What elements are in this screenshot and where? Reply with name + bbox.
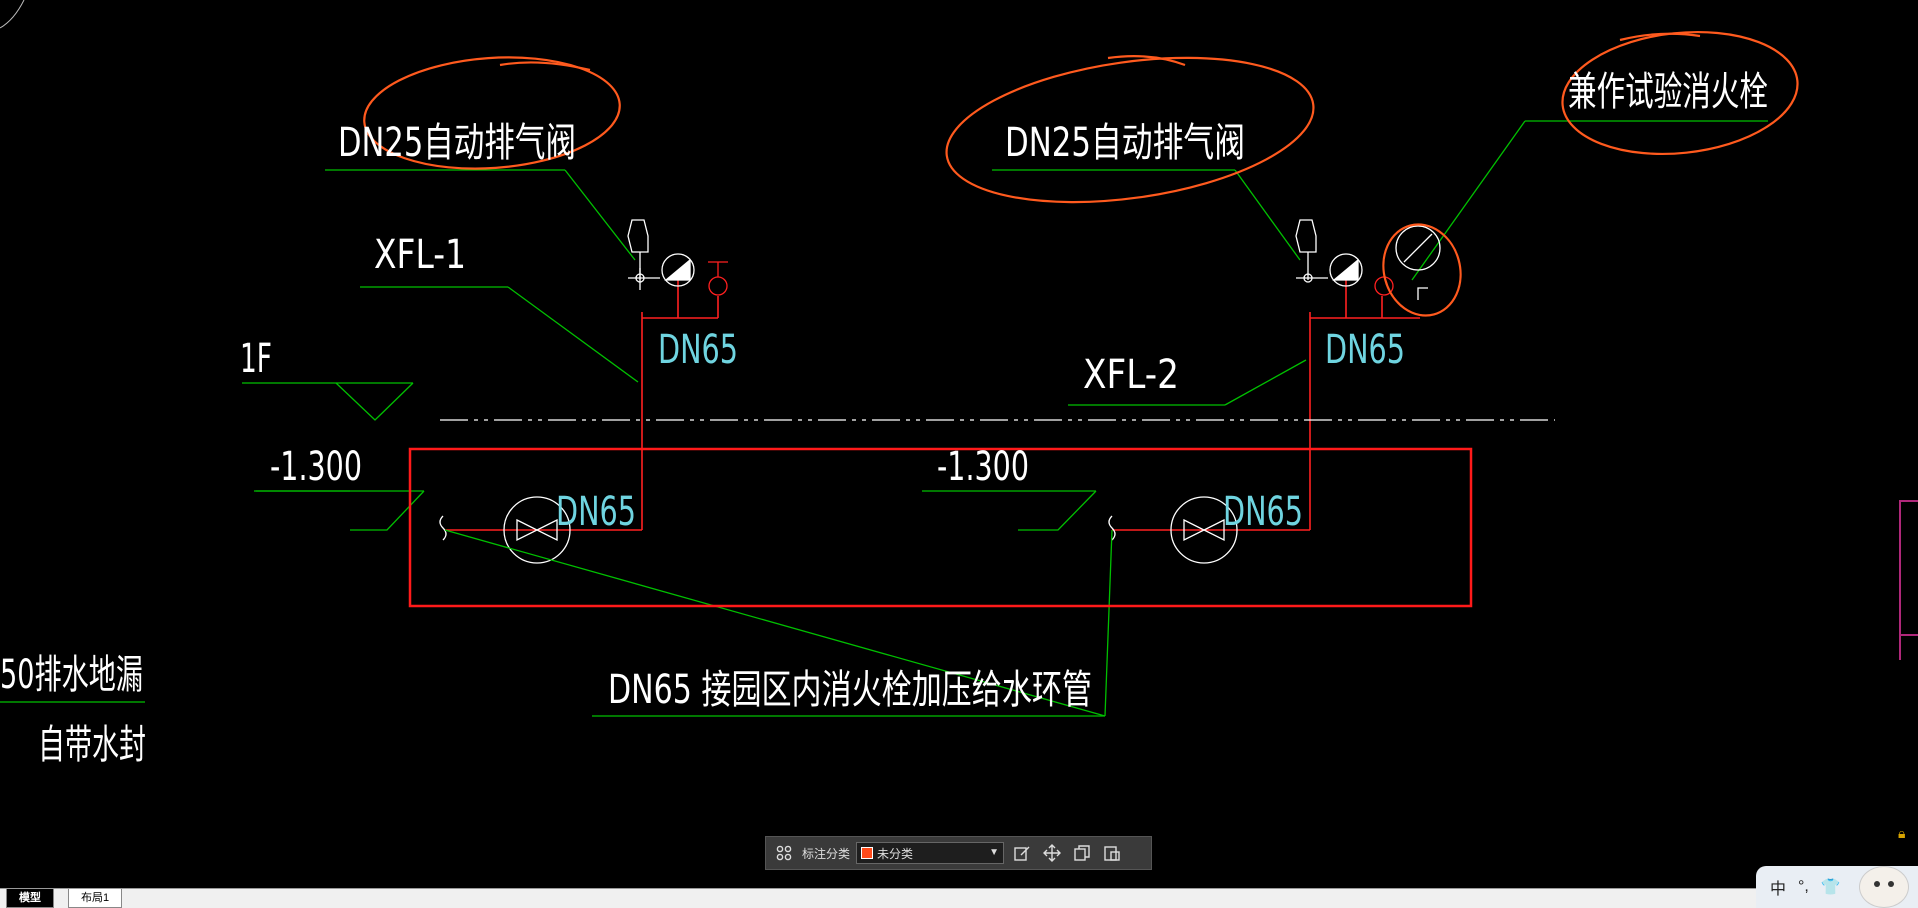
label-air-valve-right: DN25自动排气阀	[1005, 120, 1245, 166]
pipe-size-text-layer: DN65 DN65 DN65 DN65	[556, 327, 1405, 535]
grid-icon[interactable]	[772, 841, 796, 865]
cad-canvas[interactable]: DN25自动排气阀 DN25自动排气阀 兼作试验消火栓 XFL-1 XFL-2 …	[0, 0, 1918, 888]
label-water-seal: 自带水封	[38, 722, 146, 768]
paste-icon[interactable]	[1100, 841, 1124, 865]
label-elev-right: -1.300	[937, 444, 1029, 490]
category-color-swatch	[861, 847, 874, 859]
leaders-left	[242, 169, 639, 531]
viewport-edge-marker	[1899, 500, 1901, 660]
chevron-down-icon: ▼	[989, 847, 1000, 858]
shirt-icon[interactable]: 👕	[1820, 879, 1841, 896]
label-dn65-bottom-right: DN65	[1223, 489, 1303, 535]
label-air-valve-left: DN25自动排气阀	[338, 120, 576, 166]
leaders-right	[922, 120, 1768, 531]
selection-rectangle	[408, 447, 1473, 608]
ime-punctuation-toggle[interactable]: °,	[1798, 878, 1809, 895]
air-valve-symbol-right	[1295, 219, 1441, 300]
label-dn65-top-left: DN65	[658, 327, 738, 373]
annotation-category-label: 标注分类	[802, 846, 851, 861]
label-test-hydrant: 兼作试验消火栓	[1568, 69, 1768, 115]
test-cock-left	[708, 261, 728, 296]
viewport-edge-tick	[1899, 500, 1918, 502]
move-icon[interactable]	[1040, 841, 1064, 865]
label-dn65-bottom-left: DN65	[556, 489, 636, 535]
ime-avatar[interactable]	[1858, 866, 1909, 908]
pipes-right	[1112, 280, 1420, 531]
arc-fragment	[0, 0, 25, 29]
drawing-text-layer: DN25自动排气阀 DN25自动排气阀 兼作试验消火栓 XFL-1 XFL-2 …	[0, 69, 1768, 768]
label-supply-pipe: DN65 接园区内消火栓加压给水环管	[608, 667, 1092, 713]
layout-tab-bar: 模型 布局1	[0, 888, 1918, 908]
lock-icon[interactable]: 🔒︎	[1898, 826, 1906, 842]
label-riser-left: XFL-1	[374, 232, 466, 278]
copy-icon[interactable]	[1070, 841, 1094, 865]
markup-annotations	[363, 30, 1799, 317]
leader-supply	[0, 529, 1113, 717]
annotation-toolbar: 标注分类 未分类 ▼	[765, 836, 1152, 870]
tab-layout1[interactable]: 布局1	[68, 889, 123, 908]
viewport-edge-tick	[1899, 634, 1918, 636]
ime-toolbar: 中 °, 👕	[1756, 866, 1918, 908]
gate-valve-left	[439, 496, 571, 564]
label-floor: 1F	[240, 336, 272, 382]
air-valve-symbol-left	[627, 219, 695, 290]
label-elev-left: -1.300	[270, 444, 362, 490]
category-select-value: 未分类	[877, 846, 914, 861]
tab-model[interactable]: 模型	[6, 889, 54, 908]
gate-valve-right	[1108, 496, 1238, 564]
ime-language-toggle[interactable]: 中	[1770, 881, 1787, 898]
label-riser-right: XFL-2	[1083, 352, 1179, 398]
annotation-category-select[interactable]: 未分类 ▼	[856, 842, 1005, 864]
label-floor-drain: 50排水地漏	[0, 652, 143, 698]
label-dn65-top-right: DN65	[1325, 327, 1405, 373]
edit-icon[interactable]	[1010, 841, 1034, 865]
